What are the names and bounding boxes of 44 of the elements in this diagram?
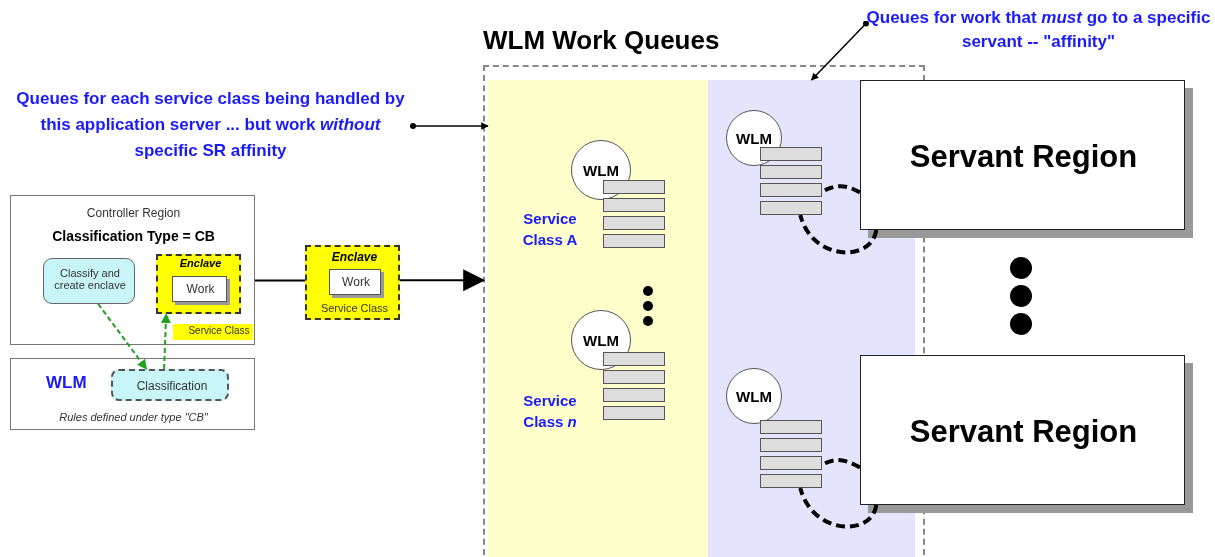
leader-line	[410, 122, 489, 130]
enclave-box	[305, 245, 400, 320]
wlm-label: WLM	[46, 373, 88, 393]
work-label: Work	[341, 275, 371, 289]
service-class-label: Service Class n	[522, 391, 578, 432]
dashed-arc	[821, 184, 861, 195]
annotation-text: Queues for each service class being handled by this application server ... but work without specific SR affinity	[15, 88, 406, 162]
queue-stack	[760, 147, 822, 215]
arrow	[399, 269, 486, 292]
service-class-label: Service Class A	[521, 209, 579, 250]
arrow	[160, 313, 171, 370]
rules-note: Rules defined under type "CB"	[58, 411, 209, 423]
dashed-arc	[798, 214, 879, 255]
group-title: WLM Work Queues	[483, 25, 721, 56]
queue-panel	[488, 80, 708, 557]
service-class-tag: Service Class	[173, 324, 253, 340]
arrow	[97, 303, 148, 370]
enclave-box	[156, 254, 241, 314]
process-box	[43, 258, 135, 304]
region-box	[10, 195, 255, 345]
leader-line	[810, 20, 869, 81]
connector-line	[254, 279, 306, 282]
step-label: Classify and create enclave	[53, 267, 127, 291]
servant-region-label: Servant Region	[908, 139, 1139, 175]
dashed-arc	[821, 458, 861, 470]
annotation-text: Queues for work that must go to a specific servant -- "affinity"	[866, 7, 1211, 53]
classification-label: Classification	[135, 379, 209, 393]
servant-region-label: Servant Region	[908, 414, 1139, 450]
classification-type-label: Classification Type = CB	[51, 228, 216, 244]
work-label: Work	[185, 282, 216, 296]
wlm-circle: WLM	[726, 368, 782, 424]
region-box	[10, 358, 255, 430]
service-class-label: Service Class	[319, 302, 390, 314]
queue-stack	[760, 420, 822, 488]
enclave-label: Enclave	[330, 250, 379, 264]
enclave-label: Enclave	[178, 257, 223, 269]
queue-stack	[603, 352, 665, 420]
work-box	[172, 276, 227, 302]
region-title: Controller Region	[85, 206, 182, 220]
work-box	[329, 269, 381, 295]
queue-stack	[603, 180, 665, 248]
classification-box	[111, 369, 229, 401]
wlm-circle: WLM	[726, 110, 782, 166]
dashed-arc	[798, 487, 879, 529]
